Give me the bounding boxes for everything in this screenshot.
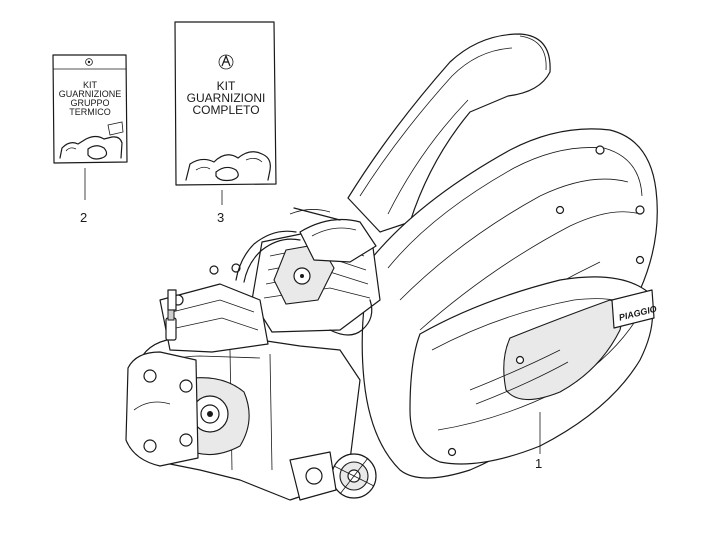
starter-motor-housing [125,351,199,467]
engine-mount-bracket [289,451,337,501]
kit-gruppo-termico-bag[interactable]: KIT GUARNIZIONE GRUPPO TERMICO [52,54,128,164]
callout-1: 1 [535,456,542,471]
engine-assembly[interactable]: PIAGGIO [125,33,658,501]
throttle-body [289,207,377,263]
coolant-hose [235,230,373,336]
brand-badge: PIAGGIO [611,289,658,329]
kit-gruppo-termico-line2: GUARNIZIONE [59,89,122,99]
kit-completo-line3: COMPLETO [192,103,259,117]
cvt-transmission-cover [361,128,658,479]
kit-gruppo-termico-line1: KIT [83,80,98,90]
kit-completo-line2: GUARNIZIONI [187,91,266,105]
kit-completo-logo-icon [218,54,234,70]
drive-pulley [331,453,377,499]
kit-completo-line1: KIT [217,79,236,93]
kit-completo-gasket-icon [185,151,271,182]
kit-gruppo-termico-gasket-icon [59,121,124,160]
spark-plug [165,309,177,341]
kit-guarnizioni-completo-bag[interactable]: KIT GUARNIZIONI COMPLETO [174,21,277,186]
air-intake-duct [347,33,551,233]
kit-gruppo-termico-logo-icon [85,58,93,66]
kit-gruppo-termico-line3: GRUPPO [70,98,109,108]
callout-2: 2 [80,210,87,225]
kit-gruppo-termico-line4: TERMICO [69,107,111,117]
callout-3: 3 [217,210,224,225]
